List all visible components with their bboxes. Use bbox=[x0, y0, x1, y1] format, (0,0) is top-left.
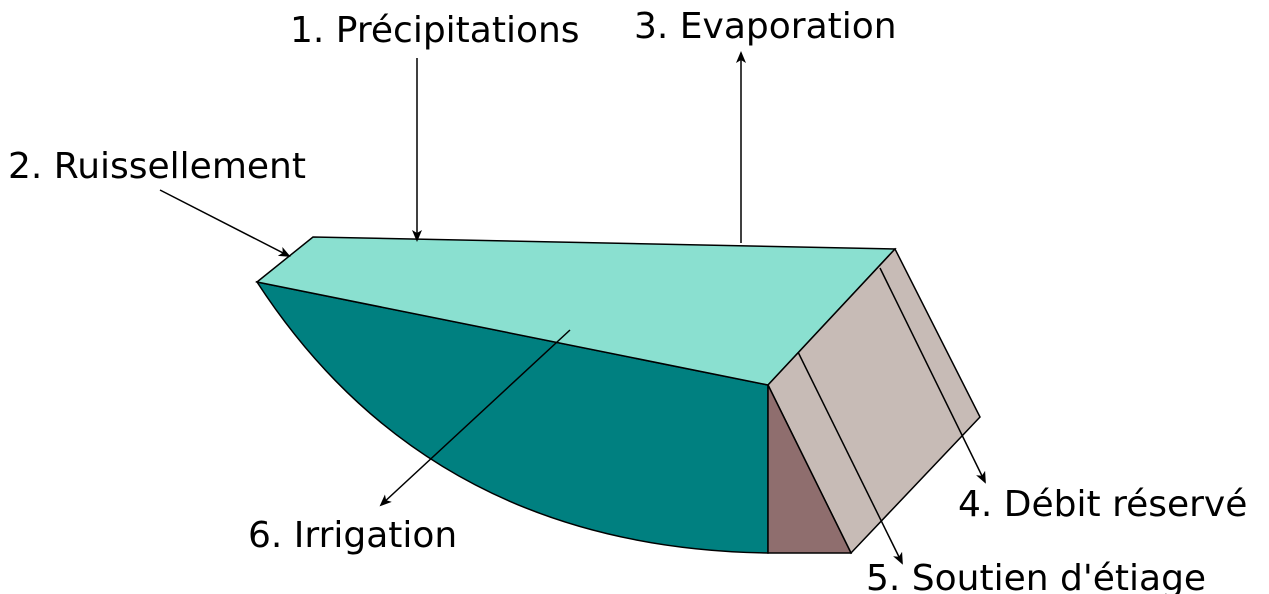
irrigation-label: 6. Irrigation bbox=[248, 515, 457, 556]
precipitation-label: 1. Précipitations bbox=[290, 10, 580, 51]
runoff-label: 2. Ruissellement bbox=[8, 146, 306, 187]
reserved-flow-arrow bbox=[879, 267, 986, 484]
low-water-support-label: 5. Soutien d'étiage bbox=[866, 558, 1206, 594]
irrigation-arrow bbox=[379, 329, 571, 507]
reserved-flow-label: 4. Débit réservé bbox=[958, 484, 1247, 525]
reservoir-water-front bbox=[255, 280, 769, 554]
low-water-support-arrow bbox=[797, 351, 903, 565]
runoff-arrow bbox=[159, 189, 291, 257]
evaporation-label: 3. Evaporation bbox=[634, 6, 897, 47]
dam-side bbox=[767, 384, 853, 554]
